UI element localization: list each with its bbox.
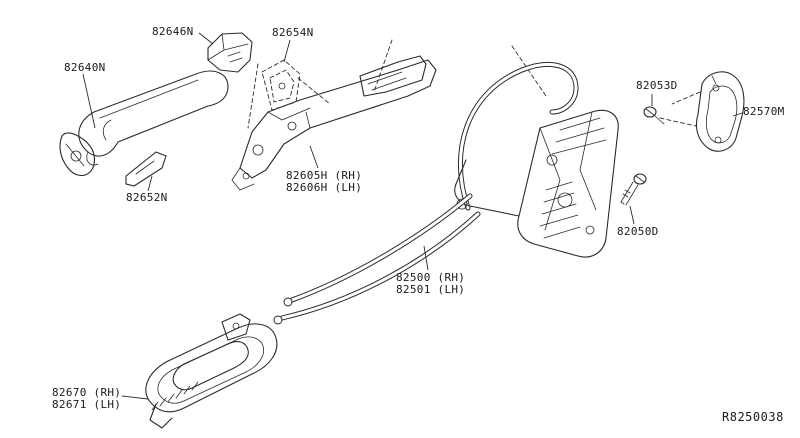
part-label-lock-assembly-rh: 82500 (RH) [396, 271, 466, 284]
part-label-inside-handle-rh: 82670 (RH) [52, 386, 122, 399]
part-label-handle-gasket: 82654N [272, 26, 314, 39]
part-label-lock-assembly-lh: 82501 (LH) [396, 283, 466, 296]
striker-cover-drawing [695, 71, 745, 152]
handle-gasket-drawing [261, 59, 301, 111]
part-label-striker-cover: 82570M [743, 105, 785, 118]
part-label-bolt: 82050D [617, 225, 659, 238]
bolt-drawing [620, 173, 647, 206]
part-label-screw: 82053D [636, 79, 678, 92]
part-label-handle-bracket: 82646N [152, 25, 194, 38]
part-label-exterior-handle: 82640N [64, 61, 106, 74]
part-label-inside-handle-lh: 82671 (LH) [52, 398, 122, 411]
handle-bracket-drawing [207, 32, 253, 73]
handle-base-drawing [231, 39, 547, 191]
lock-assembly-drawing [273, 61, 619, 325]
exterior-handle-drawing [59, 70, 229, 177]
part-label-handle-lever: 82652N [126, 191, 168, 204]
inside-handle-drawing [145, 313, 278, 429]
screw-drawing [643, 91, 701, 127]
part-label-handle-base-lh: 82606H (LH) [286, 181, 363, 194]
leader-lines [82, 32, 743, 400]
diagram-reference-code: R8250038 [722, 410, 784, 424]
part-label-handle-base-rh: 82605H (RH) [286, 169, 363, 182]
handle-lever-drawing [125, 151, 167, 187]
